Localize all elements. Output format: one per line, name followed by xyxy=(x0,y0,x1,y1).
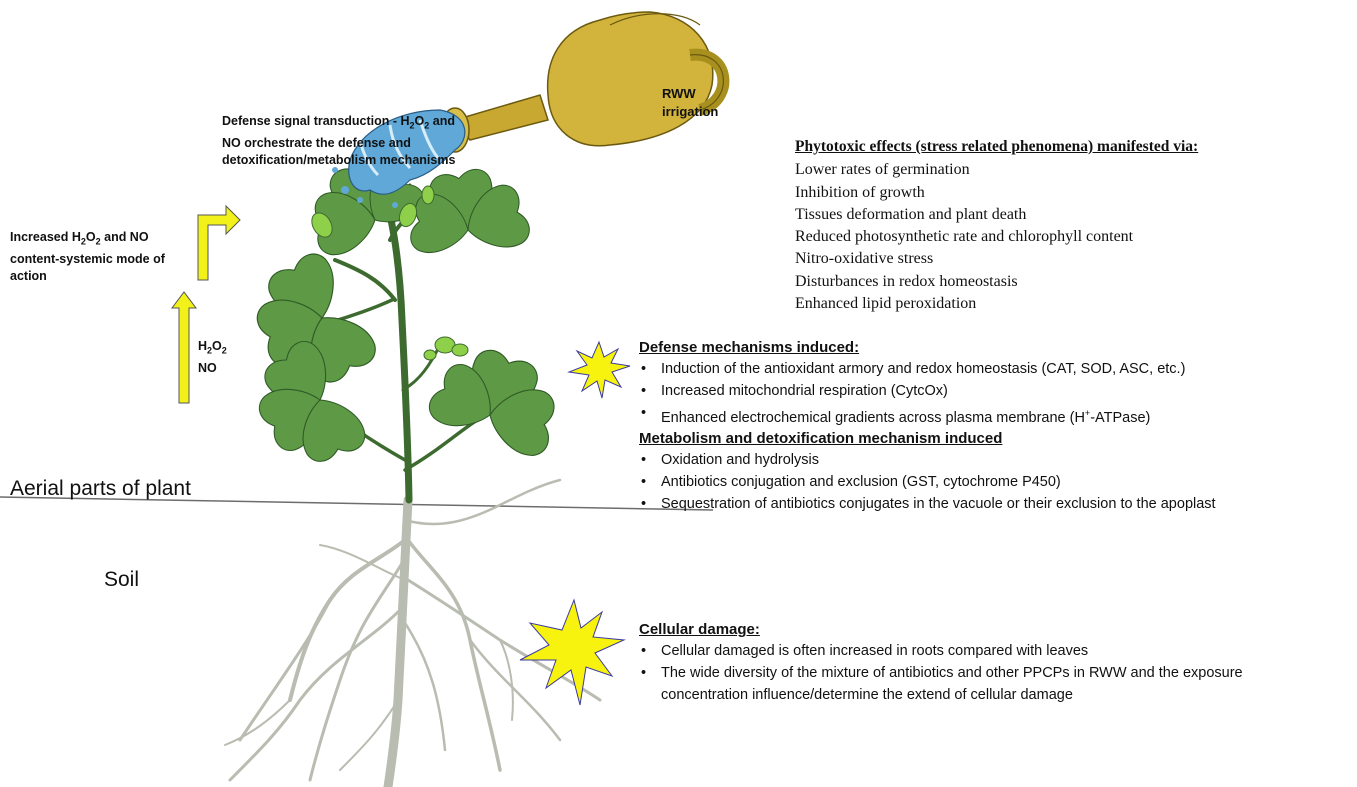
increased-text-b: O xyxy=(86,230,96,244)
damage-item: Cellular damaged is often increased in r… xyxy=(639,640,1299,662)
phytotoxic-item: Reduced photosynthetic rate and chloroph… xyxy=(795,226,1198,248)
defense-heading: Defense mechanisms induced: xyxy=(639,338,1354,358)
star-damage xyxy=(520,600,624,705)
watering-can xyxy=(441,12,723,152)
phytotoxic-item: Inhibition of growth xyxy=(795,182,1198,204)
phytotoxic-item: Enhanced lipid peroxidation xyxy=(795,293,1198,315)
phytotoxic-item: Disturbances in redox homeostasis xyxy=(795,271,1198,293)
damage-item: The wide diversity of the mixture of ant… xyxy=(639,662,1299,706)
signal-sub-2: 2 xyxy=(424,121,429,131)
damage-list: Cellular damaged is often increased in r… xyxy=(639,640,1299,706)
damage-heading: Cellular damage: xyxy=(639,620,1299,640)
defense-item: Enhanced electrochemical gradients acros… xyxy=(639,402,1354,429)
phytotoxic-heading: Phytotoxic effects (stress related pheno… xyxy=(795,136,1198,158)
phytotoxic-item: Tissues deformation and plant death xyxy=(795,204,1198,226)
soil-label: Soil xyxy=(104,568,139,592)
signal-transduction-label: Defense signal transduction - H2O2 and N… xyxy=(222,113,462,169)
phytotoxic-item: Nitro-oxidative stress xyxy=(795,248,1198,270)
rww-label: RWW irrigation xyxy=(662,85,742,121)
star-defense xyxy=(569,342,630,398)
cellular-damage: Cellular damage: Cellular damaged is oft… xyxy=(639,620,1299,706)
defense-list: Induction of the antioxidant armory and … xyxy=(639,358,1354,429)
aerial-label: Aerial parts of plant xyxy=(10,477,191,501)
defense-item-3a: Enhanced electrochemical gradients acros… xyxy=(661,410,1085,426)
h2o2-o: O xyxy=(212,339,222,353)
arrow-bend xyxy=(198,206,240,280)
metabolism-item: Sequestration of antibiotics conjugates … xyxy=(639,493,1354,515)
defense-item: Increased mitochondrial respiration (Cyt… xyxy=(639,380,1354,402)
metabolism-item: Oxidation and hydrolysis xyxy=(639,449,1354,471)
phytotoxic-effects: Phytotoxic effects (stress related pheno… xyxy=(795,136,1198,315)
signal-text-a: Defense signal transduction - H xyxy=(222,114,410,128)
signal-text-b: O xyxy=(415,114,425,128)
metabolism-heading: Metabolism and detoxification mechanism … xyxy=(639,429,1354,449)
rww-text: RWW irrigation xyxy=(662,86,718,119)
h2o2-no-label: H2O2 NO xyxy=(198,338,227,377)
phytotoxic-item: Lower rates of germination xyxy=(795,159,1198,181)
h2o2-text: H2O2 xyxy=(198,338,227,360)
h2o2-sub-2: 2 xyxy=(222,346,227,356)
defense-item-3b: -ATPase) xyxy=(1090,410,1150,426)
h2o2-h: H xyxy=(198,339,207,353)
metabolism-item: Antibiotics conjugation and exclusion (G… xyxy=(639,471,1354,493)
increased-text-a: Increased H xyxy=(10,230,81,244)
no-text: NO xyxy=(198,360,227,377)
metabolism-list: Oxidation and hydrolysis Antibiotics con… xyxy=(639,449,1354,515)
arrow-up xyxy=(172,292,196,403)
increased-label: Increased H2O2 and NO content-systemic m… xyxy=(10,229,196,285)
defense-mechanisms: Defense mechanisms induced: Induction of… xyxy=(639,338,1354,515)
defense-item: Induction of the antioxidant armory and … xyxy=(639,358,1354,380)
